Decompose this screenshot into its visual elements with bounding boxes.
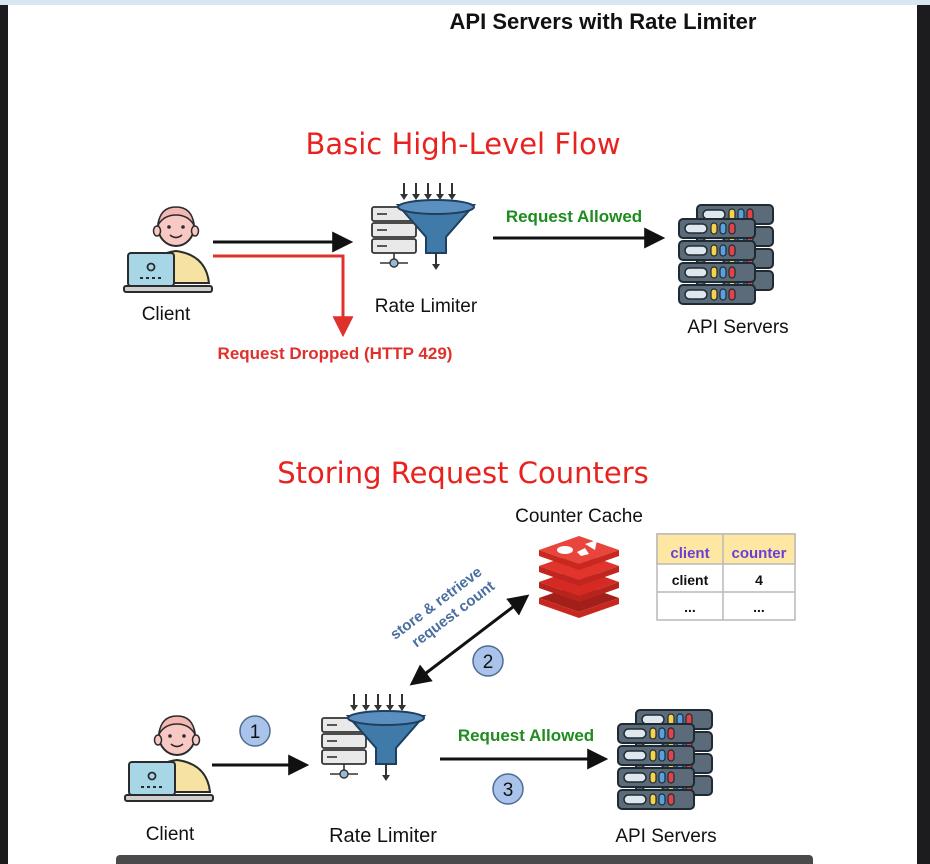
section2-title: Storing Request Counters <box>277 456 649 490</box>
store-retrieve-label: store & retrieve request count <box>387 564 498 652</box>
client-icon <box>124 715 214 802</box>
step-badge-2: 2 <box>472 645 504 677</box>
section2-allowed-label: Request Allowed <box>458 726 594 745</box>
diagram-canvas: API Servers with Rate Limiter Basic High… <box>8 5 917 864</box>
counter-table: client counter client 4 ... ... <box>656 533 796 621</box>
section1-limiter-label: Rate Limiter <box>375 296 478 317</box>
store-retrieve-arrow <box>409 594 530 686</box>
counter-cache-label: Counter Cache <box>515 506 643 527</box>
section1-dropped-label: Request Dropped (HTTP 429) <box>218 344 453 363</box>
redis-cache-icon <box>539 536 619 618</box>
section1-servers-label: API Servers <box>687 317 788 338</box>
section2-limiter-label: Rate Limiter <box>329 825 437 847</box>
diagram-svg: API Servers with Rate Limiter Basic High… <box>123 9 796 847</box>
page-title: API Servers with Rate Limiter <box>450 9 757 34</box>
step-1-label: 1 <box>250 722 261 743</box>
section1-allowed-label: Request Allowed <box>506 207 642 226</box>
step-badge-3: 3 <box>492 773 524 805</box>
step-3-label: 3 <box>503 780 514 801</box>
table-cell: client <box>672 572 709 588</box>
table-cell: ... <box>753 599 765 615</box>
bottom-toolbar-edge <box>116 855 813 864</box>
step-badge-1: 1 <box>239 715 271 747</box>
section1-client-label: Client <box>142 304 191 325</box>
client-icon <box>123 206 213 293</box>
top-strip <box>0 0 930 5</box>
api-servers-icon <box>679 205 773 304</box>
section1-title: Basic High-Level Flow <box>305 127 620 161</box>
table-header-counter: counter <box>731 545 786 562</box>
section2-servers-label: API Servers <box>615 826 716 847</box>
api-servers-icon <box>618 710 712 809</box>
table-cell: 4 <box>755 572 763 588</box>
section1-dropped-arrow <box>213 254 354 338</box>
table-cell: ... <box>684 599 696 615</box>
rate-limiter-icon <box>321 693 425 782</box>
rate-limiter-icon <box>371 182 475 271</box>
step-2-label: 2 <box>483 652 494 673</box>
table-header-client: client <box>670 545 709 562</box>
section2-client-label: Client <box>146 824 195 845</box>
